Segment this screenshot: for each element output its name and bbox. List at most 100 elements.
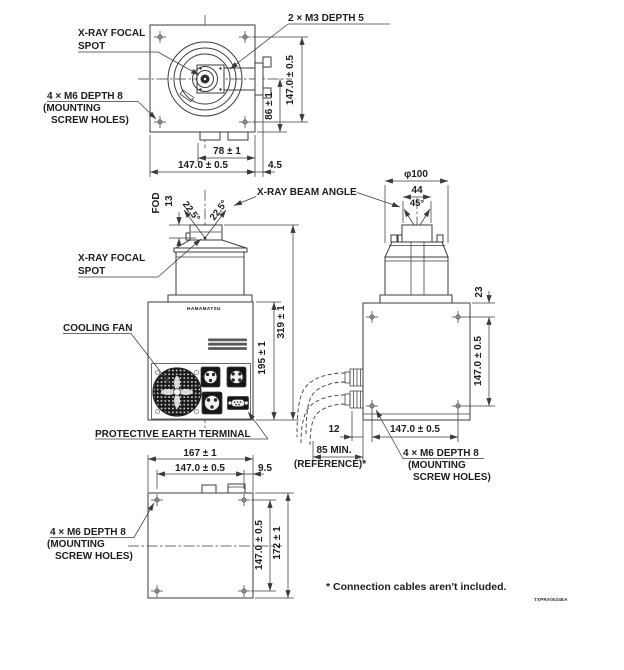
anode-stem bbox=[179, 89, 195, 103]
beam-angle-callout: X-RAY BEAM ANGLE bbox=[233, 187, 401, 208]
dim-r147-text: 147.0 ± 0.5 bbox=[254, 520, 265, 570]
cooling-fan-callout: COOLING FAN bbox=[63, 323, 171, 385]
m6-label-line2: (MOUNTING bbox=[43, 103, 101, 114]
connector-panel bbox=[151, 363, 251, 420]
dim-85min-text: 85 MIN. bbox=[316, 445, 351, 456]
dim-195-text: 195 ± 1 bbox=[257, 341, 268, 375]
beam-angle-left-text: 22.5° bbox=[180, 199, 202, 224]
side-head-cap bbox=[384, 241, 449, 258]
port-tab-lower bbox=[262, 87, 272, 99]
dim-23-text: 23 bbox=[474, 286, 485, 298]
vent-slot bbox=[208, 347, 247, 350]
brand-logo-text: HAMAMATSU bbox=[187, 306, 221, 311]
dim-78-text: 78 ± 1 bbox=[213, 146, 241, 157]
side-view-dim-h147: 147.0 ± 0.5 bbox=[371, 411, 459, 442]
tube-flange-circle-inner bbox=[179, 53, 231, 105]
bottom-view-dim-9-5: 9.5 bbox=[244, 463, 272, 477]
cap-step-left bbox=[390, 234, 398, 243]
dim-167-text: 167 ± 1 bbox=[183, 448, 217, 459]
dim-v147-text: 147.0 ± 0.5 bbox=[473, 336, 484, 386]
footer: * Connection cables aren't included. TXP… bbox=[326, 581, 568, 603]
side-beam-port-box bbox=[401, 224, 433, 243]
top-view-dim-height-147: 147.0 ± 0.5 bbox=[252, 36, 308, 123]
top-view-dim-78: 78 ± 1 bbox=[197, 143, 255, 162]
cooling-fan-label: COOLING FAN bbox=[63, 323, 132, 334]
dim-4-5-text: 4.5 bbox=[268, 160, 282, 171]
bottom-connector-tab bbox=[227, 131, 249, 141]
m6-label-line1: 4 × M6 DEPTH 8 bbox=[47, 91, 123, 102]
beam-edge-left bbox=[183, 209, 206, 239]
round-connector-top bbox=[200, 366, 221, 388]
bottom-view-tab bbox=[227, 483, 246, 494]
bottom-view-outline bbox=[147, 492, 254, 599]
top-view: X-RAY FOCAL SPOT 2 × M3 DEPTH 5 4 × M6 D… bbox=[43, 13, 390, 177]
front-focal-label-line1: X-RAY FOCAL bbox=[78, 253, 145, 264]
side-m6-label-line3: SCREW HOLES) bbox=[413, 472, 491, 483]
side-view-dim-12: 12 bbox=[328, 411, 364, 461]
window-circle-mid bbox=[196, 70, 214, 88]
fod-text: FOD bbox=[151, 192, 162, 213]
fan-screw bbox=[154, 408, 161, 415]
cables-footnote: * Connection cables aren't included. bbox=[326, 581, 507, 593]
tube-flange-circle-outer bbox=[167, 41, 243, 117]
bottom-m6-label-line1: 4 × M6 DEPTH 8 bbox=[50, 527, 126, 538]
front-view-dim-319: 319 ± 1 bbox=[224, 224, 299, 421]
beam-port-notch bbox=[185, 232, 191, 241]
side-view-dim-85min: 85 MIN. (REFERENCE)* bbox=[294, 441, 366, 470]
dim-9-5-text: 9.5 bbox=[258, 463, 272, 474]
side-head-flange bbox=[379, 294, 453, 304]
earth-terminal-callout: PROTECTIVE EARTH TERMINAL bbox=[95, 411, 269, 440]
front-view: 22.5° 22.5° FOD 13 HAMAMATSU bbox=[63, 187, 401, 440]
front-view-dim-195: 195 ± 1 bbox=[256, 301, 281, 420]
beam-angle-right-text: 22.5° bbox=[208, 198, 230, 223]
tube-head-band bbox=[173, 247, 248, 253]
beam-edge-right bbox=[204, 209, 227, 239]
bottom-view-dim-167: 167 ± 1 bbox=[147, 448, 254, 492]
top-view-m3-callout: 2 × M3 DEPTH 5 bbox=[229, 13, 390, 70]
cooling-fan bbox=[152, 367, 202, 417]
port-tab-upper bbox=[262, 56, 272, 68]
bottom-view-tab bbox=[201, 484, 217, 494]
angle-45-text: 45° bbox=[410, 198, 425, 209]
focal-spot-center bbox=[203, 77, 207, 81]
tube-head-cylinder bbox=[175, 251, 245, 296]
side-view-dim-dia100: φ100 bbox=[384, 169, 449, 243]
bottom-m6-label-line2: (MOUNTING bbox=[47, 539, 105, 550]
side-view: φ100 44 45° bbox=[294, 169, 495, 483]
top-view-focal-spot-callout: X-RAY FOCAL SPOT bbox=[78, 28, 200, 76]
dsub-screw bbox=[244, 400, 249, 406]
dsub-connector bbox=[227, 396, 249, 410]
bottom-connector-tab bbox=[199, 131, 221, 141]
port-end-cap bbox=[254, 62, 264, 96]
top-view-dim-86: 86 ± 1 bbox=[257, 79, 287, 133]
cable-assembly-upper bbox=[296, 368, 364, 438]
dim-13-text: 13 bbox=[164, 195, 175, 207]
fan-screw bbox=[193, 408, 200, 415]
side-head-cylinder bbox=[384, 256, 449, 296]
dim-12-text: 12 bbox=[328, 424, 340, 435]
side-port-notch bbox=[397, 234, 403, 243]
beam-angle-label: X-RAY BEAM ANGLE bbox=[257, 187, 357, 198]
top-view-dim-4-5: 4.5 bbox=[245, 97, 282, 177]
front-focal-label-line2: SPOT bbox=[78, 266, 105, 277]
top-view-dim-width-147: 147.0 ± 0.5 bbox=[149, 135, 256, 177]
dim-dia100-text: φ100 bbox=[404, 169, 428, 180]
side-view-m6-callout: 4 × M6 DEPTH 8 (MOUNTING SCREW HOLES) bbox=[375, 409, 491, 483]
dim-319-text: 319 ± 1 bbox=[276, 305, 287, 339]
bottom-view-dim-172: 172 ± 1 bbox=[255, 492, 294, 599]
square-connector-top-right bbox=[226, 366, 247, 388]
cable-assembly-lower bbox=[300, 390, 364, 446]
plate-screw-dot bbox=[219, 88, 222, 91]
plate-screw-dot bbox=[219, 67, 222, 70]
fan-screw bbox=[154, 369, 161, 376]
bottom-m6-label-line3: SCREW HOLES) bbox=[55, 551, 133, 562]
bottom-view-dim-t147: 147.0 ± 0.5 bbox=[156, 463, 245, 489]
tube-flange-circle-mid bbox=[173, 47, 237, 111]
tube-head-cap bbox=[174, 239, 247, 249]
dim-h147-text: 147.0 ± 0.5 bbox=[390, 424, 440, 435]
m3-label: 2 × M3 DEPTH 5 bbox=[288, 13, 364, 24]
drawing-number: TXPRA0024EA bbox=[534, 597, 568, 603]
dim-172-text: 172 ± 1 bbox=[272, 526, 283, 560]
round-connector-bottom bbox=[201, 391, 223, 415]
